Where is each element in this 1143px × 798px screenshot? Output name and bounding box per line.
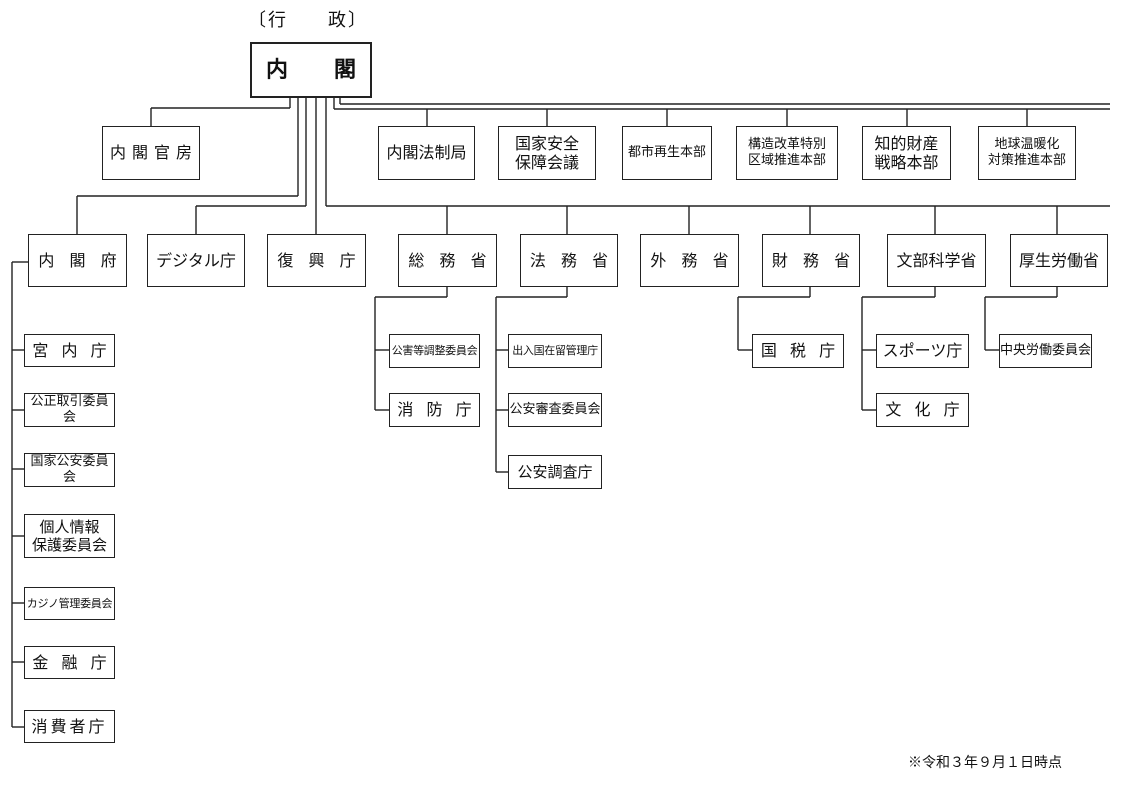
sports-agency-box: スポーツ庁 (876, 334, 969, 368)
cabinet-label-left: 内 (266, 56, 289, 83)
consumer-affairs-agency-box: 消費者庁 (24, 710, 115, 743)
personal-info-protection-commission-box: 個人情報 保護委員会 (24, 514, 115, 558)
cabinet-secretariat-box: 内閣官房 (102, 126, 200, 180)
central-labour-relations-commission-box: 中央労働委員会 (999, 334, 1092, 368)
cabinet-legislation-bureau-box: 内閣法制局 (378, 126, 475, 180)
public-security-intelligence-agency-box: 公安調査庁 (508, 455, 602, 489)
cabinet-box: 内 閣 (250, 42, 372, 98)
mofa-box: 外 務 省 (640, 234, 739, 287)
national-public-safety-commission-box: 国家公安委員会 (24, 453, 115, 487)
mof-box: 財 務 省 (762, 234, 860, 287)
casino-regulatory-commission-box: カジノ管理委員会 (24, 587, 115, 620)
global-warming-hq-box: 地球温暖化 対策推進本部 (978, 126, 1076, 180)
moj-box: 法 務 省 (520, 234, 618, 287)
mic-box: 総 務 省 (398, 234, 497, 287)
administration-heading: 〔行 政〕 (248, 10, 368, 31)
mext-box: 文部科学省 (887, 234, 986, 287)
reconstruction-agency-box: 復 興 庁 (267, 234, 366, 287)
fire-disaster-management-agency-box: 消 防 庁 (389, 393, 480, 427)
imperial-household-agency-box: 宮 内 庁 (24, 334, 115, 367)
cabinet-office-box: 内 閣 府 (28, 234, 127, 287)
cultural-affairs-agency-box: 文 化 庁 (876, 393, 969, 427)
ip-strategy-hq-box: 知的財産 戦略本部 (862, 126, 951, 180)
cabinet-label-right: 閣 (333, 56, 356, 83)
public-security-exam-commission-box: 公安審査委員会 (508, 393, 602, 427)
national-security-council-box: 国家安全 保障会議 (498, 126, 596, 180)
digital-agency-box: デジタル庁 (147, 234, 245, 287)
financial-services-agency-box: 金 融 庁 (24, 646, 115, 679)
national-tax-agency-box: 国 税 庁 (752, 334, 844, 368)
mhlw-box: 厚生労働省 (1010, 234, 1108, 287)
urban-renaissance-hq-box: 都市再生本部 (622, 126, 712, 180)
environmental-dispute-coordination-box: 公害等調整委員会 (389, 334, 480, 368)
as-of-date-note: ※令和３年９月１日時点 (908, 755, 1062, 771)
immigration-services-agency-box: 出入国在留管理庁 (508, 334, 602, 368)
special-zones-hq-box: 構造改革特別 区域推進本部 (736, 126, 838, 180)
fair-trade-commission-box: 公正取引委員会 (24, 393, 115, 427)
